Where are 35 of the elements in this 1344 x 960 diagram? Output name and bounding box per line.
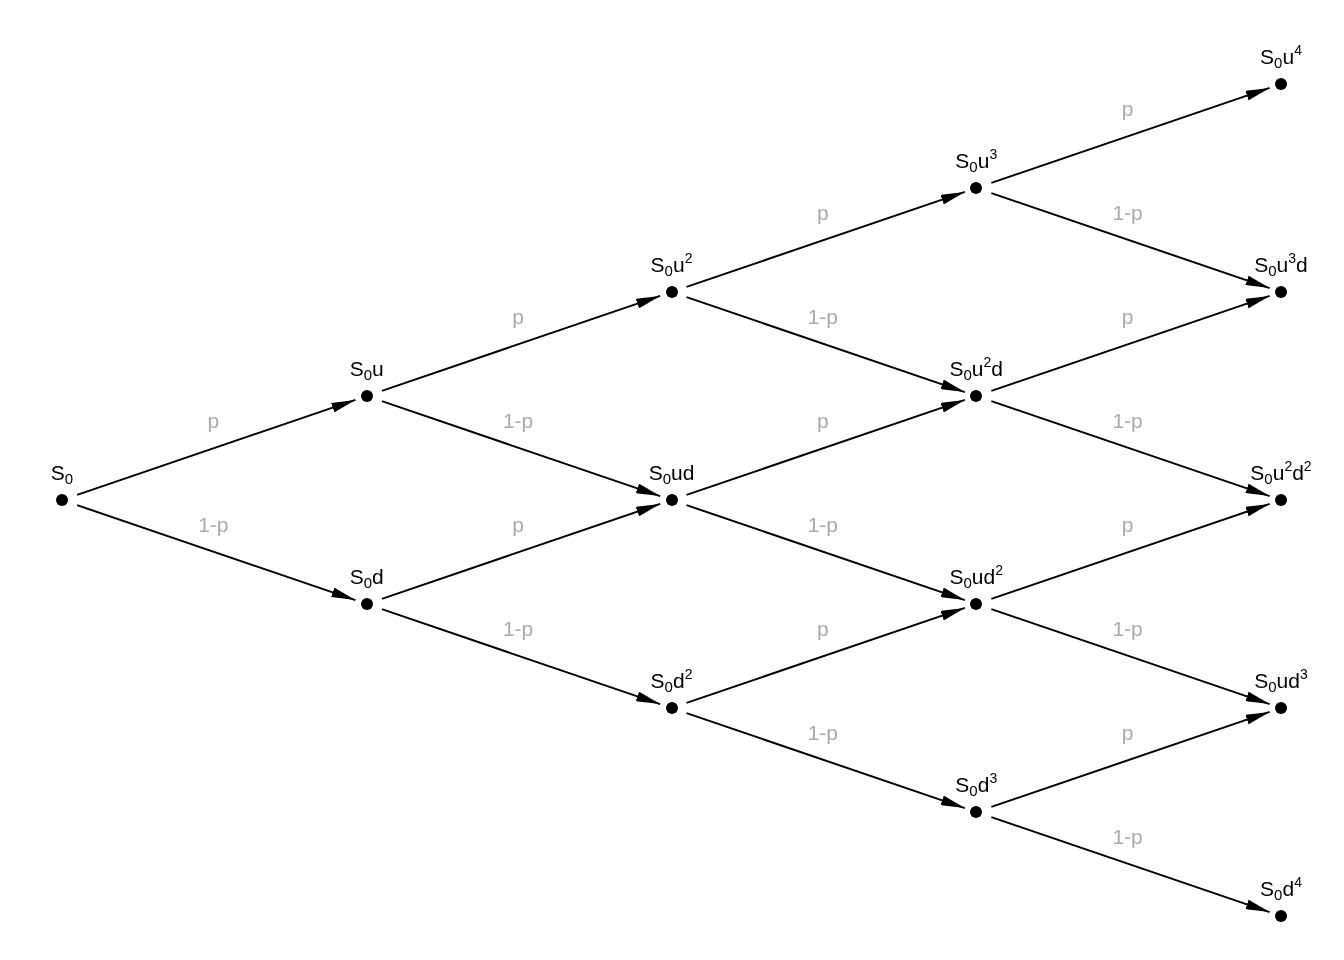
arrow: [76, 504, 357, 602]
node-label: S$_{0}$d$^{3}$: [955, 771, 998, 798]
arrow: [685, 398, 966, 496]
arrow: [685, 606, 966, 704]
arrow: [380, 400, 662, 498]
node-label: S$_{0}$u$^{3}$d: [1254, 251, 1308, 278]
arrow: [990, 710, 1271, 808]
arrow: [685, 712, 966, 810]
node-label: S$_{0}$d$^{2}$: [650, 667, 693, 694]
arrow: [990, 502, 1271, 600]
node-label: S$_{0}$ud$^{2}$: [949, 563, 1003, 590]
node-label: S$_{0}$ud$^{3}$: [1254, 667, 1308, 694]
node-label: S$_{0}$u$^{2}$: [650, 251, 693, 278]
arrow: [990, 816, 1271, 914]
arrow: [380, 608, 662, 706]
node-label: S$_{0}$: [50, 462, 74, 486]
arrow: [990, 86, 1271, 184]
arrow: [685, 504, 966, 602]
arrow: [685, 296, 966, 394]
node-label: S$_{0}$u$^{4}$: [1260, 43, 1302, 70]
arrow: [990, 608, 1271, 706]
node-label: S$_{0}$ud: [648, 462, 695, 486]
node-label: S$_{0}$u$^{2}$d: [949, 355, 1003, 382]
arrow: [990, 400, 1271, 498]
arrow: [380, 294, 662, 392]
arrow: [990, 294, 1271, 392]
arrow: [685, 190, 966, 288]
node-label: S$_{0}$d: [349, 566, 384, 590]
node-label: S$_{0}$u$^{2}$d$^{2}$: [1250, 459, 1312, 486]
arrow: [76, 398, 357, 496]
arrow: [380, 502, 662, 600]
node-label: S$_{0}$u: [349, 358, 384, 382]
node-label: S$_{0}$d$^{4}$: [1260, 875, 1302, 902]
node-label: S$_{0}$u$^{3}$: [955, 147, 998, 174]
arrow: [990, 192, 1271, 290]
